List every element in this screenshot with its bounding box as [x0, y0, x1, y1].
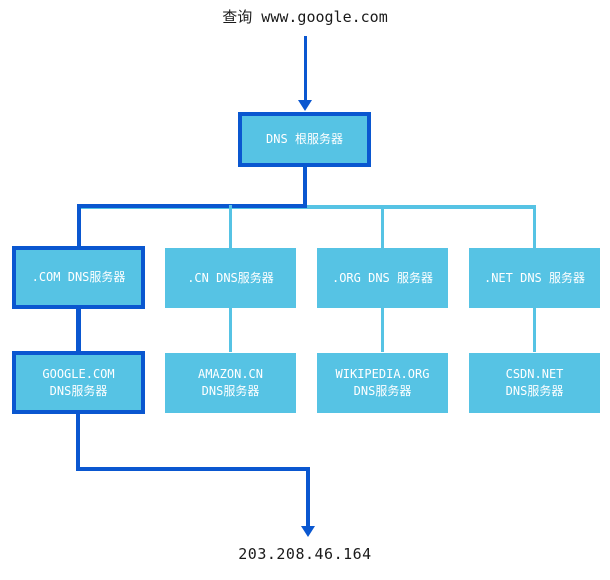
node-auth-google-com-line2: DNS服务器 [49, 383, 108, 398]
root-drop-line [303, 167, 307, 209]
node-auth-csdn-net-line2: DNS服务器 [505, 384, 564, 398]
node-tld-net-label: .NET DNS 服务器 [483, 270, 586, 285]
node-dns-root[interactable]: DNS 根服务器 [238, 112, 371, 167]
node-auth-wikipedia-org-line1: WIKIPEDIA.ORG [335, 367, 430, 381]
node-auth-google-com[interactable]: GOOGLE.COM DNS服务器 [12, 351, 145, 414]
node-auth-wikipedia-org[interactable]: WIKIPEDIA.ORG DNS服务器 [317, 353, 448, 413]
query-arrow-head [298, 100, 312, 111]
node-tld-cn[interactable]: .CN DNS服务器 [165, 248, 296, 308]
node-tld-net[interactable]: .NET DNS 服务器 [469, 248, 600, 308]
node-auth-wikipedia-org-line2: DNS服务器 [353, 384, 412, 398]
connector-org-to-wikipedia [381, 308, 384, 352]
riser-to-net [533, 205, 536, 248]
answer-path-vertical-1 [76, 414, 80, 470]
answer-path-vertical-2 [306, 467, 310, 529]
query-arrow-line [304, 36, 307, 104]
node-tld-com-label: .COM DNS服务器 [31, 270, 126, 284]
answer-path-horizontal [76, 467, 310, 471]
riser-to-org [381, 205, 384, 248]
node-dns-root-label: DNS 根服务器 [266, 132, 343, 146]
connector-net-to-csdn [533, 308, 536, 352]
answer-arrow-head [301, 526, 315, 537]
resolved-ip-label: 203.208.46.164 [238, 545, 372, 563]
tld-bus-active [77, 204, 307, 208]
node-auth-csdn-net-line1: CSDN.NET [505, 367, 564, 381]
node-auth-google-com-line1: GOOGLE.COM [42, 366, 115, 381]
node-tld-com[interactable]: .COM DNS服务器 [12, 246, 145, 309]
query-label: 查询 www.google.com [222, 8, 388, 26]
node-auth-amazon-cn-line2: DNS服务器 [201, 384, 260, 398]
riser-to-cn [229, 205, 232, 248]
node-tld-org[interactable]: .ORG DNS 服务器 [317, 248, 448, 308]
node-auth-amazon-cn-line1: AMAZON.CN [197, 367, 264, 381]
riser-to-com [77, 205, 81, 248]
connector-cn-to-amazon [229, 308, 232, 352]
node-tld-cn-label: .CN DNS服务器 [187, 270, 274, 285]
node-tld-org-label: .ORG DNS 服务器 [331, 270, 434, 285]
node-auth-amazon-cn[interactable]: AMAZON.CN DNS服务器 [165, 353, 296, 413]
connector-com-to-google [76, 309, 81, 352]
node-auth-csdn-net[interactable]: CSDN.NET DNS服务器 [469, 353, 600, 413]
